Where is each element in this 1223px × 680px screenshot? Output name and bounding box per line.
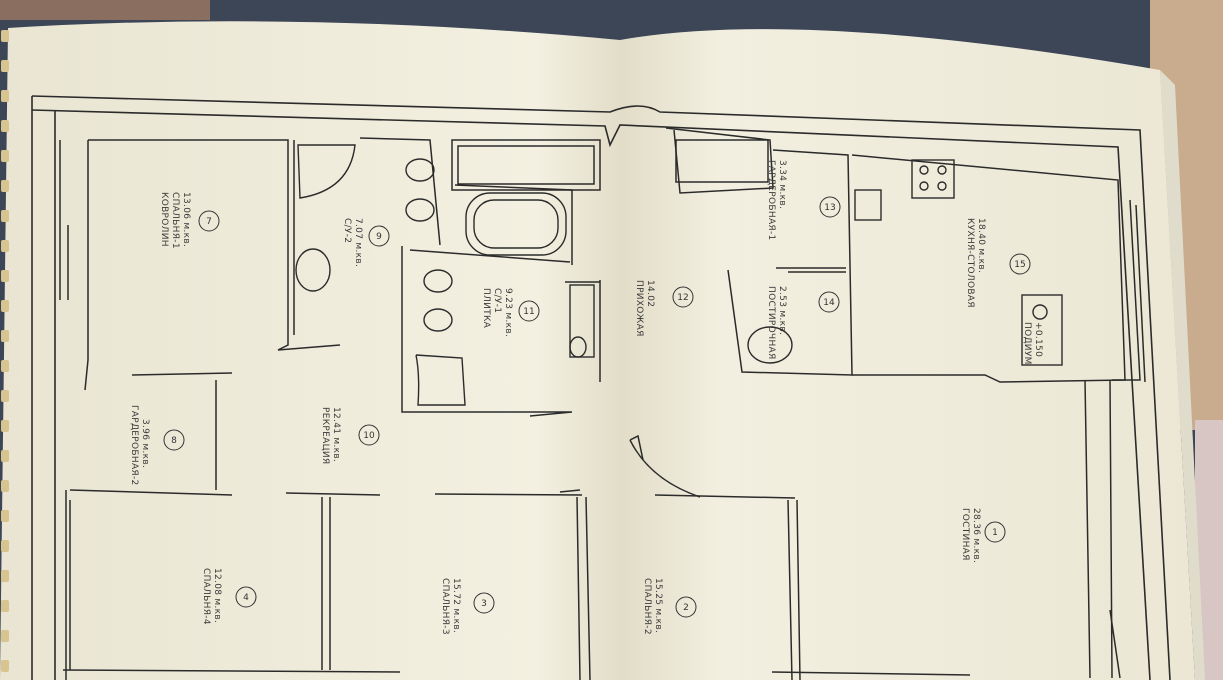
outer-walls — [31, 95, 1171, 680]
room-label-2: 15.25 м.кв. СПАЛЬНЯ-2 — [642, 578, 663, 635]
room-8-name: ГАРДЕРОБНАЯ-2 — [129, 405, 139, 486]
room-13-number: 13 — [824, 203, 835, 213]
room-markers — [163, 196, 1031, 618]
room-14-area: 2.53 м.кв. — [777, 286, 787, 335]
spiral-binding — [1, 30, 9, 672]
podium-text: ПОДИУМ — [1022, 322, 1032, 365]
room-label-10: 12.41 м.кв. РЕКРЕАЦИЯ — [320, 407, 341, 464]
room-2-number: 2 — [683, 603, 689, 613]
room-12-area: 14.02 — [645, 280, 655, 307]
fixtures — [295, 144, 1063, 406]
room-2-area: 15.25 м.кв. — [653, 578, 663, 633]
room-2-name: СПАЛЬНЯ-2 — [642, 578, 652, 635]
room-4-name: СПАЛЬНЯ-4 — [201, 568, 211, 625]
room-label-4: 12.08 м.кв. СПАЛЬНЯ-4 — [201, 568, 222, 625]
room-label-11: 9.23 м.кв. С/У-1 ПЛИТКА — [481, 288, 513, 337]
room-label-13: 3.34 м.кв. ГАРДЕРОБНАЯ-1 — [766, 160, 787, 241]
page-stack-edge — [1160, 70, 1205, 680]
room-12-name: ПРИХОЖАЯ — [634, 280, 644, 337]
room-1-number: 1 — [992, 528, 998, 538]
room-4-number: 4 — [243, 593, 249, 603]
podium-label: +0.150 ПОДИУМ — [1022, 322, 1043, 365]
room-7-number: 7 — [206, 217, 212, 227]
room-7-name: СПАЛЬНЯ-1 — [170, 192, 180, 249]
room-15-number: 15 — [1014, 260, 1025, 270]
room-label-12: 14.02 ПРИХОЖАЯ — [634, 280, 655, 337]
room-1-area: 28.36 м.кв. — [971, 508, 981, 563]
room-7-area: 13.06 м.кв. — [181, 192, 191, 247]
room-9-number: 9 — [376, 232, 382, 242]
room-label-7: 13.06 м.кв. СПАЛЬНЯ-1 КОВРОЛИН — [159, 192, 191, 249]
room-12-number: 12 — [677, 293, 688, 303]
room-3-area: 15.72 м.кв. — [451, 578, 461, 633]
room-13-name: ГАРДЕРОБНАЯ-1 — [766, 160, 776, 241]
paper-page — [0, 21, 1195, 680]
room-11-number: 11 — [523, 307, 534, 317]
room-8-number: 8 — [171, 436, 177, 446]
room-label-15: 18.40 м.кв. КУХНЯ-СТОЛОВАЯ — [965, 218, 986, 308]
room-label-9: 7.07 м.кв. С/У-2 — [342, 218, 363, 267]
room-8-area: 3.96 м.кв. — [140, 419, 150, 468]
room-10-area: 12.41 м.кв. — [331, 407, 341, 462]
room-label-1: 28.36 м.кв. ГОСТИНАЯ — [960, 508, 981, 563]
room-9-area: 7.07 м.кв. — [353, 218, 363, 267]
room-label-14: 2.53 м.кв. ПОСТИРОЧНАЯ — [766, 286, 787, 360]
room-4-area: 12.08 м.кв. — [212, 568, 222, 623]
room-11-name: С/У-1 — [492, 288, 502, 313]
room-10-number: 10 — [363, 431, 375, 441]
podium-level: +0.150 — [1033, 322, 1043, 357]
interior-walls — [59, 127, 1146, 680]
room-1-name: ГОСТИНАЯ — [960, 508, 970, 561]
room-15-name: КУХНЯ-СТОЛОВАЯ — [965, 218, 975, 308]
room-label-3: 15.72 м.кв. СПАЛЬНЯ-3 — [440, 578, 461, 635]
room-14-name: ПОСТИРОЧНАЯ — [766, 286, 776, 360]
door-arcs — [559, 434, 701, 498]
room-10-name: РЕКРЕАЦИЯ — [320, 407, 330, 464]
room-label-8: 3.96 м.кв. ГАРДЕРОБНАЯ-2 — [129, 405, 150, 486]
room-3-name: СПАЛЬНЯ-3 — [440, 578, 450, 635]
room-7-floor: КОВРОЛИН — [159, 192, 169, 247]
room-14-number: 14 — [823, 298, 835, 308]
room-11-floor: ПЛИТКА — [481, 288, 491, 329]
room-15-area: 18.40 м.кв. — [976, 218, 986, 273]
room-9-name: С/У-2 — [342, 218, 352, 243]
room-13-area: 3.34 м.кв. — [777, 160, 787, 209]
room-3-number: 3 — [481, 599, 487, 609]
top-left-object — [0, 0, 210, 20]
room-11-area: 9.23 м.кв. — [503, 288, 513, 337]
